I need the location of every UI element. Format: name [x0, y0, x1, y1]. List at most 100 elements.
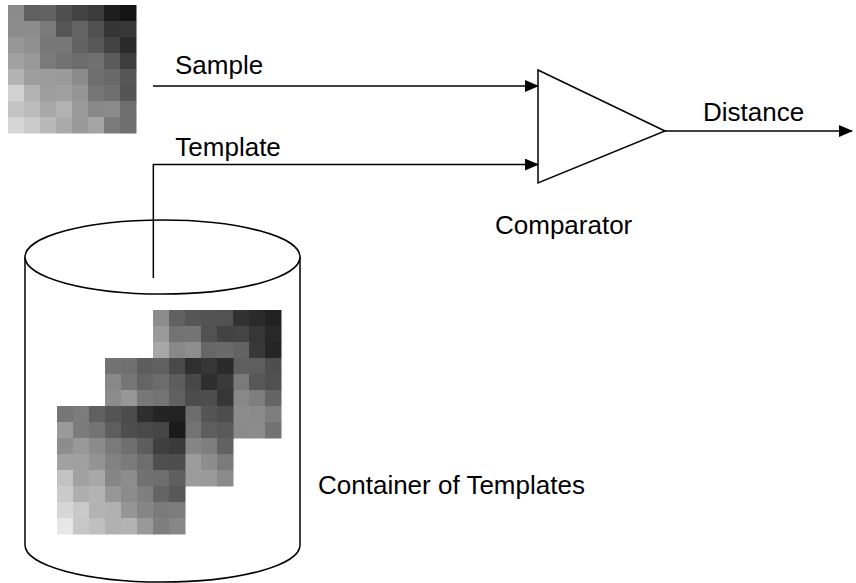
pixel [169, 438, 186, 455]
pixel [185, 374, 202, 391]
pixel [89, 454, 106, 471]
pixel [105, 358, 122, 375]
edge-label: Template [175, 132, 281, 162]
pixel [73, 518, 90, 535]
pixel [249, 358, 266, 375]
pixel [153, 454, 170, 471]
pixel [120, 101, 137, 118]
pixel [169, 390, 186, 407]
pixel [185, 326, 202, 343]
pixel [72, 21, 89, 38]
pixel [8, 53, 25, 70]
pixel [137, 390, 154, 407]
pixel [56, 21, 73, 38]
pixel [57, 470, 74, 487]
pixel [88, 37, 105, 54]
pixel [40, 85, 57, 102]
pixel [56, 117, 73, 134]
pixel [185, 310, 202, 327]
pixel [56, 85, 73, 102]
pixel [201, 422, 218, 439]
pixel [153, 310, 170, 327]
pixel [105, 454, 122, 471]
pixel [57, 422, 74, 439]
pixel [40, 37, 57, 54]
pixel [265, 374, 282, 391]
pixel [217, 470, 234, 487]
pixel [72, 53, 89, 70]
pixel [56, 5, 73, 22]
pixel [169, 374, 186, 391]
pixel [249, 326, 266, 343]
pixel [201, 422, 218, 439]
pixel [137, 454, 154, 471]
pixel [89, 470, 106, 487]
pixel [104, 37, 121, 54]
pixel [121, 390, 138, 407]
pixel [169, 470, 186, 487]
pixel [185, 390, 202, 407]
pixel [137, 438, 154, 455]
pixel [185, 406, 202, 423]
pixel [89, 518, 106, 535]
pixel [153, 438, 170, 455]
pixel [105, 502, 122, 519]
pixel [169, 374, 186, 391]
pixel [72, 117, 89, 134]
pixel [8, 69, 25, 86]
pixel [104, 85, 121, 102]
pixel [153, 358, 170, 375]
pixel [72, 101, 89, 118]
pixel [249, 342, 266, 359]
pixel [217, 358, 234, 375]
distance-arrow [665, 130, 852, 132]
pixel [105, 470, 122, 487]
pixel [153, 374, 170, 391]
pixel [137, 374, 154, 391]
pixel [105, 406, 122, 423]
node-label: Container of Templates [318, 470, 585, 500]
pixel [153, 390, 170, 407]
pixel [265, 422, 282, 439]
pixel [105, 486, 122, 503]
pixel [201, 358, 218, 375]
pixel [88, 21, 105, 38]
pixel [121, 518, 138, 535]
pixel [169, 358, 186, 375]
pixel [169, 326, 186, 343]
pixel [104, 5, 121, 22]
pixel [120, 85, 137, 102]
pixel [217, 326, 234, 343]
pixel [217, 374, 234, 391]
pixel [153, 470, 170, 487]
pixel [217, 422, 234, 439]
container-cylinder [25, 220, 300, 582]
pixel [88, 69, 105, 86]
pixel [185, 438, 202, 455]
pixel [169, 454, 186, 471]
pixel [40, 53, 57, 70]
pixel [57, 406, 74, 423]
pixel [88, 5, 105, 22]
pixel [104, 69, 121, 86]
pixel [233, 374, 250, 391]
pixel [89, 422, 106, 439]
pixel [121, 438, 138, 455]
pixel [40, 117, 57, 134]
pixel [121, 438, 138, 455]
pixel [201, 342, 218, 359]
pixel [137, 470, 154, 487]
pixel [153, 326, 170, 343]
pixel [249, 406, 266, 423]
pixel [153, 390, 170, 407]
pixel [201, 358, 218, 375]
pixel [249, 390, 266, 407]
pixel [153, 406, 170, 423]
pixel [121, 358, 138, 375]
pixel [8, 5, 25, 22]
pixel [105, 374, 122, 391]
pixel [153, 342, 170, 359]
pixel [201, 390, 218, 407]
connector-arrow [153, 165, 538, 278]
pixel [121, 502, 138, 519]
